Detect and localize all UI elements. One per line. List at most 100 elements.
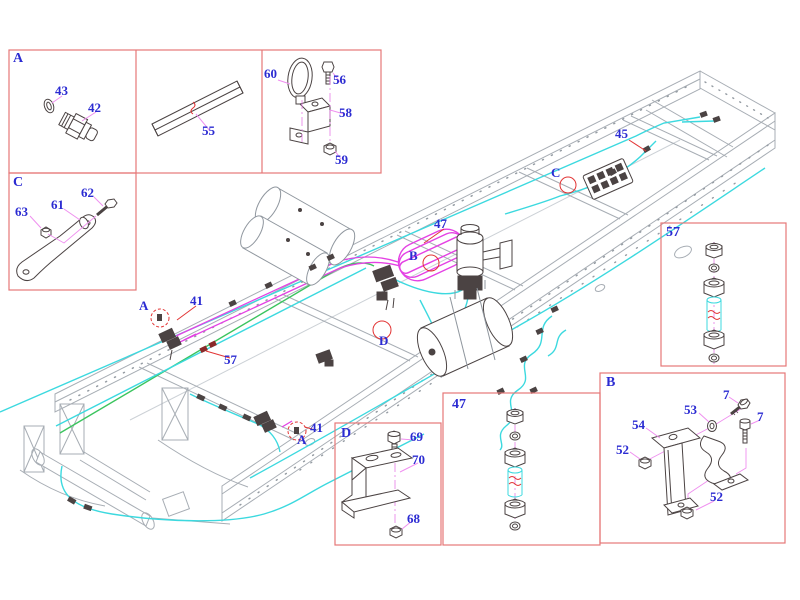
part-label-60: 60: [264, 66, 277, 81]
nut-68: [389, 525, 403, 539]
callout-B: B: [409, 248, 418, 263]
part-label-55: 55: [202, 123, 215, 138]
leader-61: [63, 208, 81, 221]
leader-54: [645, 427, 661, 439]
reference-circles: [150, 176, 577, 441]
leader-43: [51, 95, 63, 104]
leader-7b: [750, 419, 761, 425]
fitting-42: [58, 111, 98, 142]
callout-D: D: [379, 333, 389, 348]
valve-clusters: [158, 158, 634, 433]
callout-A-left: A: [139, 298, 149, 313]
circle-D: [372, 320, 392, 340]
leader-62: [93, 196, 104, 207]
leader-56: [332, 72, 341, 83]
part-label-42: 42: [88, 100, 101, 115]
bracket-arm-61: [16, 214, 97, 282]
box-a-frame: [8, 49, 382, 174]
bolt-7-top: [730, 398, 751, 416]
protection-valve: [582, 158, 634, 200]
bracket-58: [289, 97, 331, 145]
red-leader-lines: [176, 139, 647, 431]
box-b-parts: [638, 398, 751, 520]
bolt-56: [321, 61, 335, 85]
part-label-69: 69: [410, 429, 423, 444]
circle-A-bottom: [287, 421, 307, 441]
leader-58: [329, 109, 345, 115]
part-label-43: 43: [55, 83, 68, 98]
bolt-7-right: [739, 418, 751, 444]
callout-41-bottom: 41: [310, 420, 323, 435]
callout-45: 45: [615, 126, 628, 141]
box-c-frame: [8, 172, 137, 291]
box-47-frame: [442, 392, 601, 546]
part-label-7-top: 7: [723, 387, 730, 402]
circle-C: [559, 176, 577, 194]
callout-47: 47: [434, 216, 447, 231]
box-c-title: C: [13, 175, 24, 190]
air-dryer: [456, 224, 513, 300]
leader-41-bottom: [304, 426, 316, 431]
leader-7a: [728, 396, 739, 404]
detail-box-frames: [8, 49, 787, 546]
box-b-title: B: [606, 375, 616, 390]
part-label-7-right: 7: [757, 409, 764, 424]
callout-A-bottom: A: [297, 432, 307, 447]
central-valve: [372, 264, 399, 311]
leader-69: [400, 438, 415, 441]
box-47-parts: [504, 408, 526, 531]
part-label-61: 61: [51, 197, 64, 212]
circle-B: [422, 254, 440, 272]
box-a-title: A: [13, 51, 24, 66]
bracket-54: [650, 427, 702, 516]
circle-A-left: [150, 308, 170, 328]
leader-53: [698, 412, 710, 423]
part-label-59: 59: [335, 152, 348, 167]
box-d-title: D: [341, 426, 352, 441]
line-fittings: [67, 110, 721, 512]
leader-42: [81, 111, 97, 122]
channel-55: [151, 80, 244, 137]
loop-60: [287, 57, 313, 105]
leader-57: [205, 350, 231, 359]
leader-63: [29, 215, 42, 229]
callout-41-top: 41: [190, 293, 203, 308]
nut-63: [40, 226, 52, 239]
part-label-56: 56: [333, 72, 346, 87]
lower-rail-valve: [253, 410, 277, 433]
bracket-70: [340, 447, 414, 519]
callout-C: C: [551, 165, 561, 180]
box-b-frame: [599, 372, 786, 544]
bolt-62: [96, 198, 118, 217]
leader-70: [399, 462, 419, 473]
front-suspension: [19, 387, 249, 530]
box-47-title: 47: [452, 397, 466, 412]
box-d-frame: [334, 422, 442, 546]
air-tanks: [240, 186, 356, 286]
box-57-parts: [703, 242, 725, 364]
nut-59: [323, 142, 337, 156]
leader-52b: [695, 500, 715, 511]
leader-41-top: [176, 305, 197, 321]
leader-60: [277, 79, 291, 85]
leader-47: [423, 228, 445, 244]
part-label-63: 63: [15, 204, 28, 219]
callout-57: 57: [224, 352, 237, 367]
box-c-parts: [16, 198, 118, 282]
part-label-52-left: 52: [616, 442, 629, 457]
left-rail-valve: [158, 327, 182, 361]
leader-68: [401, 520, 413, 530]
part-label-70: 70: [412, 452, 425, 467]
nut-52-left: [638, 456, 652, 470]
part-label-52-bottom: 52: [710, 489, 723, 504]
leader-45: [628, 139, 647, 152]
box-57-title: 57: [666, 225, 680, 240]
part-label-62: 62: [81, 185, 94, 200]
box-d-parts: [340, 430, 414, 539]
leader-55: [195, 113, 211, 132]
box-a-parts: [43, 57, 337, 156]
part-label-68: 68: [407, 511, 420, 526]
part-label-58: 58: [339, 105, 352, 120]
